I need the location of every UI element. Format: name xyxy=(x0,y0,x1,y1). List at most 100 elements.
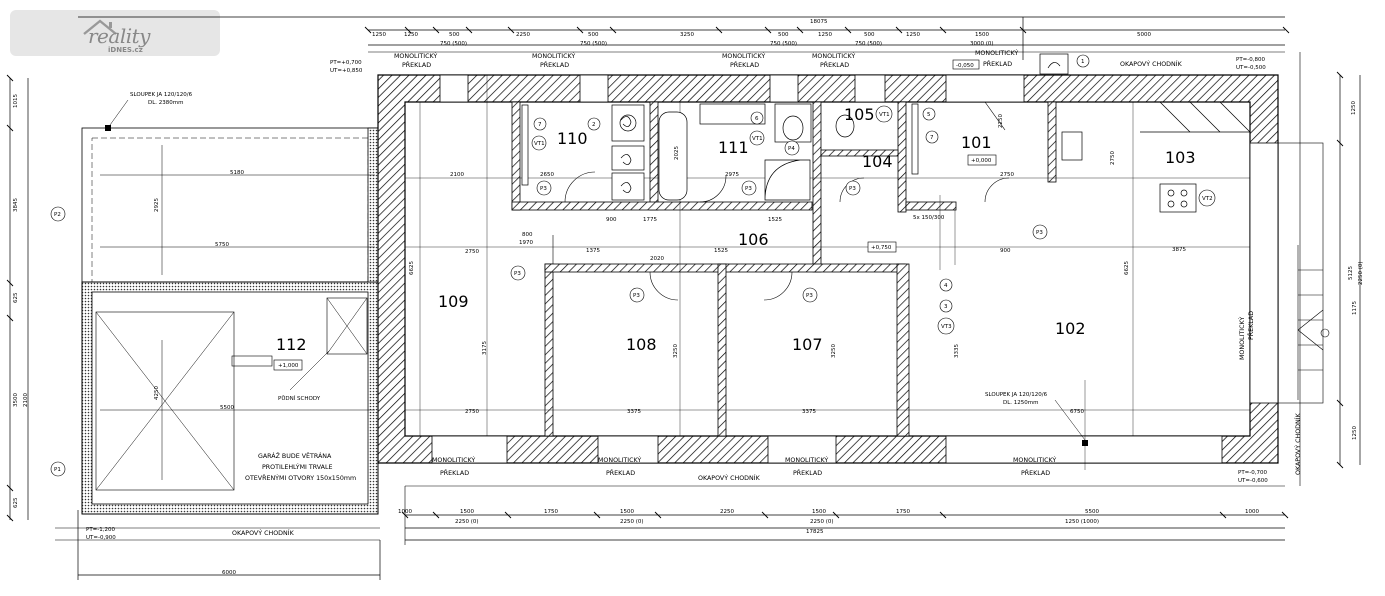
svg-text:5: 5 xyxy=(927,112,931,118)
svg-text:1250: 1250 xyxy=(372,32,386,38)
svg-text:2100: 2100 xyxy=(23,393,29,407)
svg-text:PT=-1,200: PT=-1,200 xyxy=(86,527,116,533)
svg-text:PŘEKLAD: PŘEKLAD xyxy=(1246,311,1255,340)
svg-text:P1: P1 xyxy=(54,467,61,473)
svg-text:PŘEKLAD: PŘEKLAD xyxy=(440,468,469,477)
svg-text:PŘEKLAD: PŘEKLAD xyxy=(983,59,1012,68)
svg-text:5125: 5125 xyxy=(1348,266,1354,280)
svg-text:5x 150/300: 5x 150/300 xyxy=(913,215,945,221)
svg-text:1000: 1000 xyxy=(398,509,412,515)
room-104: 104 xyxy=(862,152,893,171)
svg-text:UT=-0,900: UT=-0,900 xyxy=(86,535,116,541)
room-106: 106 xyxy=(738,230,769,249)
walkway-bottom: OKAPOVÝ CHODNÍK xyxy=(698,473,761,482)
svg-text:500: 500 xyxy=(588,32,599,38)
room-102: 102 xyxy=(1055,319,1086,338)
room-109: 109 xyxy=(438,292,469,311)
svg-text:2650: 2650 xyxy=(540,172,554,178)
svg-text:P3: P3 xyxy=(1036,230,1043,236)
svg-text:5500: 5500 xyxy=(1085,509,1099,515)
svg-text:MONOLITICKÝ: MONOLITICKÝ xyxy=(812,51,855,60)
svg-text:900: 900 xyxy=(606,217,617,223)
svg-text:1250: 1250 xyxy=(1352,426,1358,440)
svg-text:SLOUPEK JA 120/120/6: SLOUPEK JA 120/120/6 xyxy=(130,92,193,98)
svg-text:5500: 5500 xyxy=(220,405,234,411)
svg-text:PŘEKLAD: PŘEKLAD xyxy=(793,468,822,477)
lintel-labels: MONOLITICKÝ PŘEKLAD MONOLITICKÝ PŘEKLAD … xyxy=(394,48,1255,477)
svg-text:3250: 3250 xyxy=(680,32,694,38)
svg-text:1500: 1500 xyxy=(975,32,989,38)
svg-text:3175: 3175 xyxy=(482,341,488,355)
svg-text:3375: 3375 xyxy=(627,409,641,415)
svg-text:MONOLITICKÝ: MONOLITICKÝ xyxy=(1013,455,1056,464)
svg-text:P3: P3 xyxy=(849,186,856,192)
svg-text:1500: 1500 xyxy=(460,509,474,515)
room-103: 103 xyxy=(1165,148,1196,167)
heating-icons xyxy=(620,116,632,193)
svg-text:2250 (0): 2250 (0) xyxy=(1358,261,1364,285)
svg-text:1015: 1015 xyxy=(13,94,19,108)
svg-text:1750: 1750 xyxy=(544,509,558,515)
svg-text:UT=-0,500: UT=-0,500 xyxy=(1236,65,1266,71)
svg-text:VT2: VT2 xyxy=(1202,196,1213,202)
svg-text:OTEVŘENÝMI OTVORY 150x150mm: OTEVŘENÝMI OTVORY 150x150mm xyxy=(245,473,356,482)
svg-text:P3: P3 xyxy=(514,271,521,277)
svg-text:2250: 2250 xyxy=(720,509,734,515)
marker-text: P2 P1 P3 P3 P3 P3 P3 P3 P3 P4 VT1 VT1 VT… xyxy=(54,59,1213,473)
svg-text:3: 3 xyxy=(944,304,948,310)
svg-text:1775: 1775 xyxy=(643,217,657,223)
svg-text:1175: 1175 xyxy=(1352,301,1358,315)
svg-text:2925: 2925 xyxy=(154,198,160,212)
svg-text:UT=+0,850: UT=+0,850 xyxy=(330,68,363,74)
house-walls xyxy=(368,51,1301,545)
svg-text:2250: 2250 xyxy=(516,32,530,38)
svg-text:800: 800 xyxy=(522,232,533,238)
svg-text:PT=-0,700: PT=-0,700 xyxy=(1238,470,1268,476)
svg-text:1500: 1500 xyxy=(812,509,826,515)
svg-text:900: 900 xyxy=(1000,248,1011,254)
dimension-ticks xyxy=(6,26,1344,522)
room-111: 111 xyxy=(718,138,749,157)
svg-text:2250 (0): 2250 (0) xyxy=(620,519,644,525)
house-icon xyxy=(83,19,117,35)
logo-badge: reality iDNES.cz xyxy=(10,10,220,56)
svg-text:PŮDNÍ SCHODY: PŮDNÍ SCHODY xyxy=(278,395,321,402)
svg-text:MONOLITICKÝ: MONOLITICKÝ xyxy=(394,51,437,60)
walkway-top: OKAPOVÝ CHODNÍK xyxy=(1120,59,1183,68)
svg-text:2025: 2025 xyxy=(674,146,680,160)
svg-text:3875: 3875 xyxy=(1172,247,1186,253)
markers xyxy=(50,54,1216,477)
svg-text:3845: 3845 xyxy=(13,198,19,212)
svg-text:MONOLITICKÝ: MONOLITICKÝ xyxy=(598,455,641,464)
svg-text:PŘEKLAD: PŘEKLAD xyxy=(606,468,635,477)
level-top: -0,050 xyxy=(956,63,974,69)
svg-text:5750: 5750 xyxy=(215,242,229,248)
svg-text:3250: 3250 xyxy=(831,344,837,358)
svg-text:500: 500 xyxy=(449,32,460,38)
fixtures xyxy=(521,53,1251,213)
svg-text:6: 6 xyxy=(755,116,759,122)
garage-112 xyxy=(55,99,381,541)
svg-text:PŘEKLAD: PŘEKLAD xyxy=(402,60,431,69)
svg-text:3500: 3500 xyxy=(13,393,19,407)
level-106: +0,750 xyxy=(871,245,892,251)
room-108: 108 xyxy=(626,335,657,354)
svg-text:2750: 2750 xyxy=(1000,172,1014,178)
svg-text:MONOLITICKÝ: MONOLITICKÝ xyxy=(532,51,575,60)
svg-text:6750: 6750 xyxy=(1070,409,1084,415)
svg-text:2: 2 xyxy=(592,122,596,128)
svg-text:VT3: VT3 xyxy=(941,324,952,330)
svg-text:3250: 3250 xyxy=(673,344,679,358)
svg-text:MONOLITICKÝ: MONOLITICKÝ xyxy=(785,455,828,464)
svg-text:750 (500): 750 (500) xyxy=(440,41,467,47)
svg-text:500: 500 xyxy=(864,32,875,38)
svg-text:MONOLITICKÝ: MONOLITICKÝ xyxy=(975,48,1018,57)
svg-text:P2: P2 xyxy=(54,212,61,218)
svg-text:1250: 1250 xyxy=(818,32,832,38)
walkway-right: OKAPOVÝ CHODNÍK xyxy=(1293,412,1302,475)
svg-text:PŘEKLAD: PŘEKLAD xyxy=(1021,468,1050,477)
svg-text:MONOLITICKÝ: MONOLITICKÝ xyxy=(1237,317,1246,360)
svg-text:1000: 1000 xyxy=(1245,509,1259,515)
svg-text:GARÁŽ BUDE VĚTRÁNA: GARÁŽ BUDE VĚTRÁNA xyxy=(258,451,332,460)
